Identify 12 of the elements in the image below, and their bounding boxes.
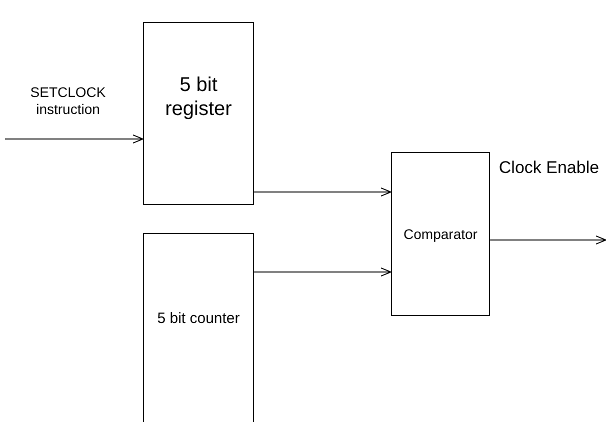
block-label: 5 bit register (164, 72, 233, 120)
block-label: 5 bit counter (157, 310, 240, 328)
block-box (143, 22, 254, 205)
arrow (252, 188, 392, 196)
arrow (252, 268, 392, 276)
arrow (4, 134, 144, 144)
edge-label: Clock Enable (498, 158, 600, 178)
arrow (488, 236, 606, 244)
block-box (143, 233, 254, 422)
block-box (391, 152, 490, 316)
block-label: Comparator (404, 226, 478, 242)
edge-label: SETCLOCK instruction (29, 84, 107, 118)
